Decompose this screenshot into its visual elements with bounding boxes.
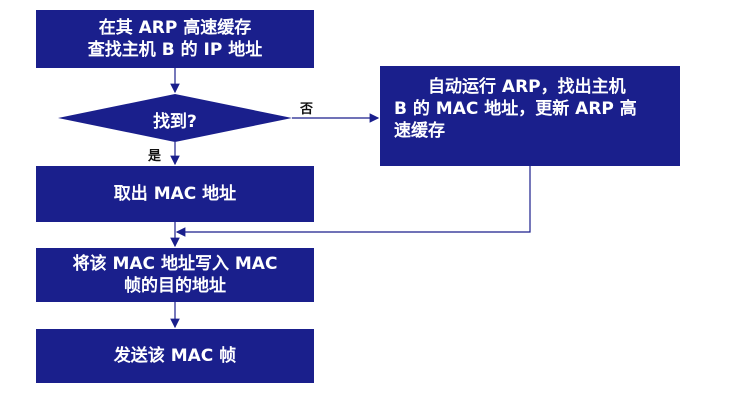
- run-arp-box: 自动运行 ARP，找出主机 B 的 MAC 地址，更新 ARP 高 速缓存: [380, 66, 680, 166]
- decision-label: 找到?: [153, 112, 197, 132]
- edge-label-yes: 是: [148, 149, 162, 164]
- lookup-line-2: 查找主机 B 的 IP 地址: [87, 40, 263, 60]
- write-mac-line-1: 将该 MAC 地址写入 MAC: [72, 254, 278, 274]
- fetch-mac-label: 取出 MAC 地址: [113, 184, 237, 204]
- arrow-arp-to-write: [175, 166, 531, 237]
- run-arp-line-1: 自动运行 ARP，找出主机: [428, 77, 626, 97]
- lookup-arp-cache-box: 在其 ARP 高速缓存 查找主机 B 的 IP 地址: [36, 10, 314, 68]
- fetch-mac-box: 取出 MAC 地址: [36, 166, 314, 222]
- run-arp-line-3: 速缓存: [394, 121, 445, 141]
- edge-label-no: 否: [300, 102, 314, 117]
- send-frame-box: 发送该 MAC 帧: [36, 329, 314, 383]
- write-mac-box: 将该 MAC 地址写入 MAC 帧的目的地址: [36, 248, 314, 302]
- decision-diamond: [58, 94, 292, 142]
- run-arp-line-2: B 的 MAC 地址，更新 ARP 高: [394, 99, 637, 119]
- write-mac-line-2: 帧的目的地址: [123, 276, 226, 296]
- lookup-line-1: 在其 ARP 高速缓存: [98, 18, 252, 38]
- send-frame-label: 发送该 MAC 帧: [113, 346, 237, 366]
